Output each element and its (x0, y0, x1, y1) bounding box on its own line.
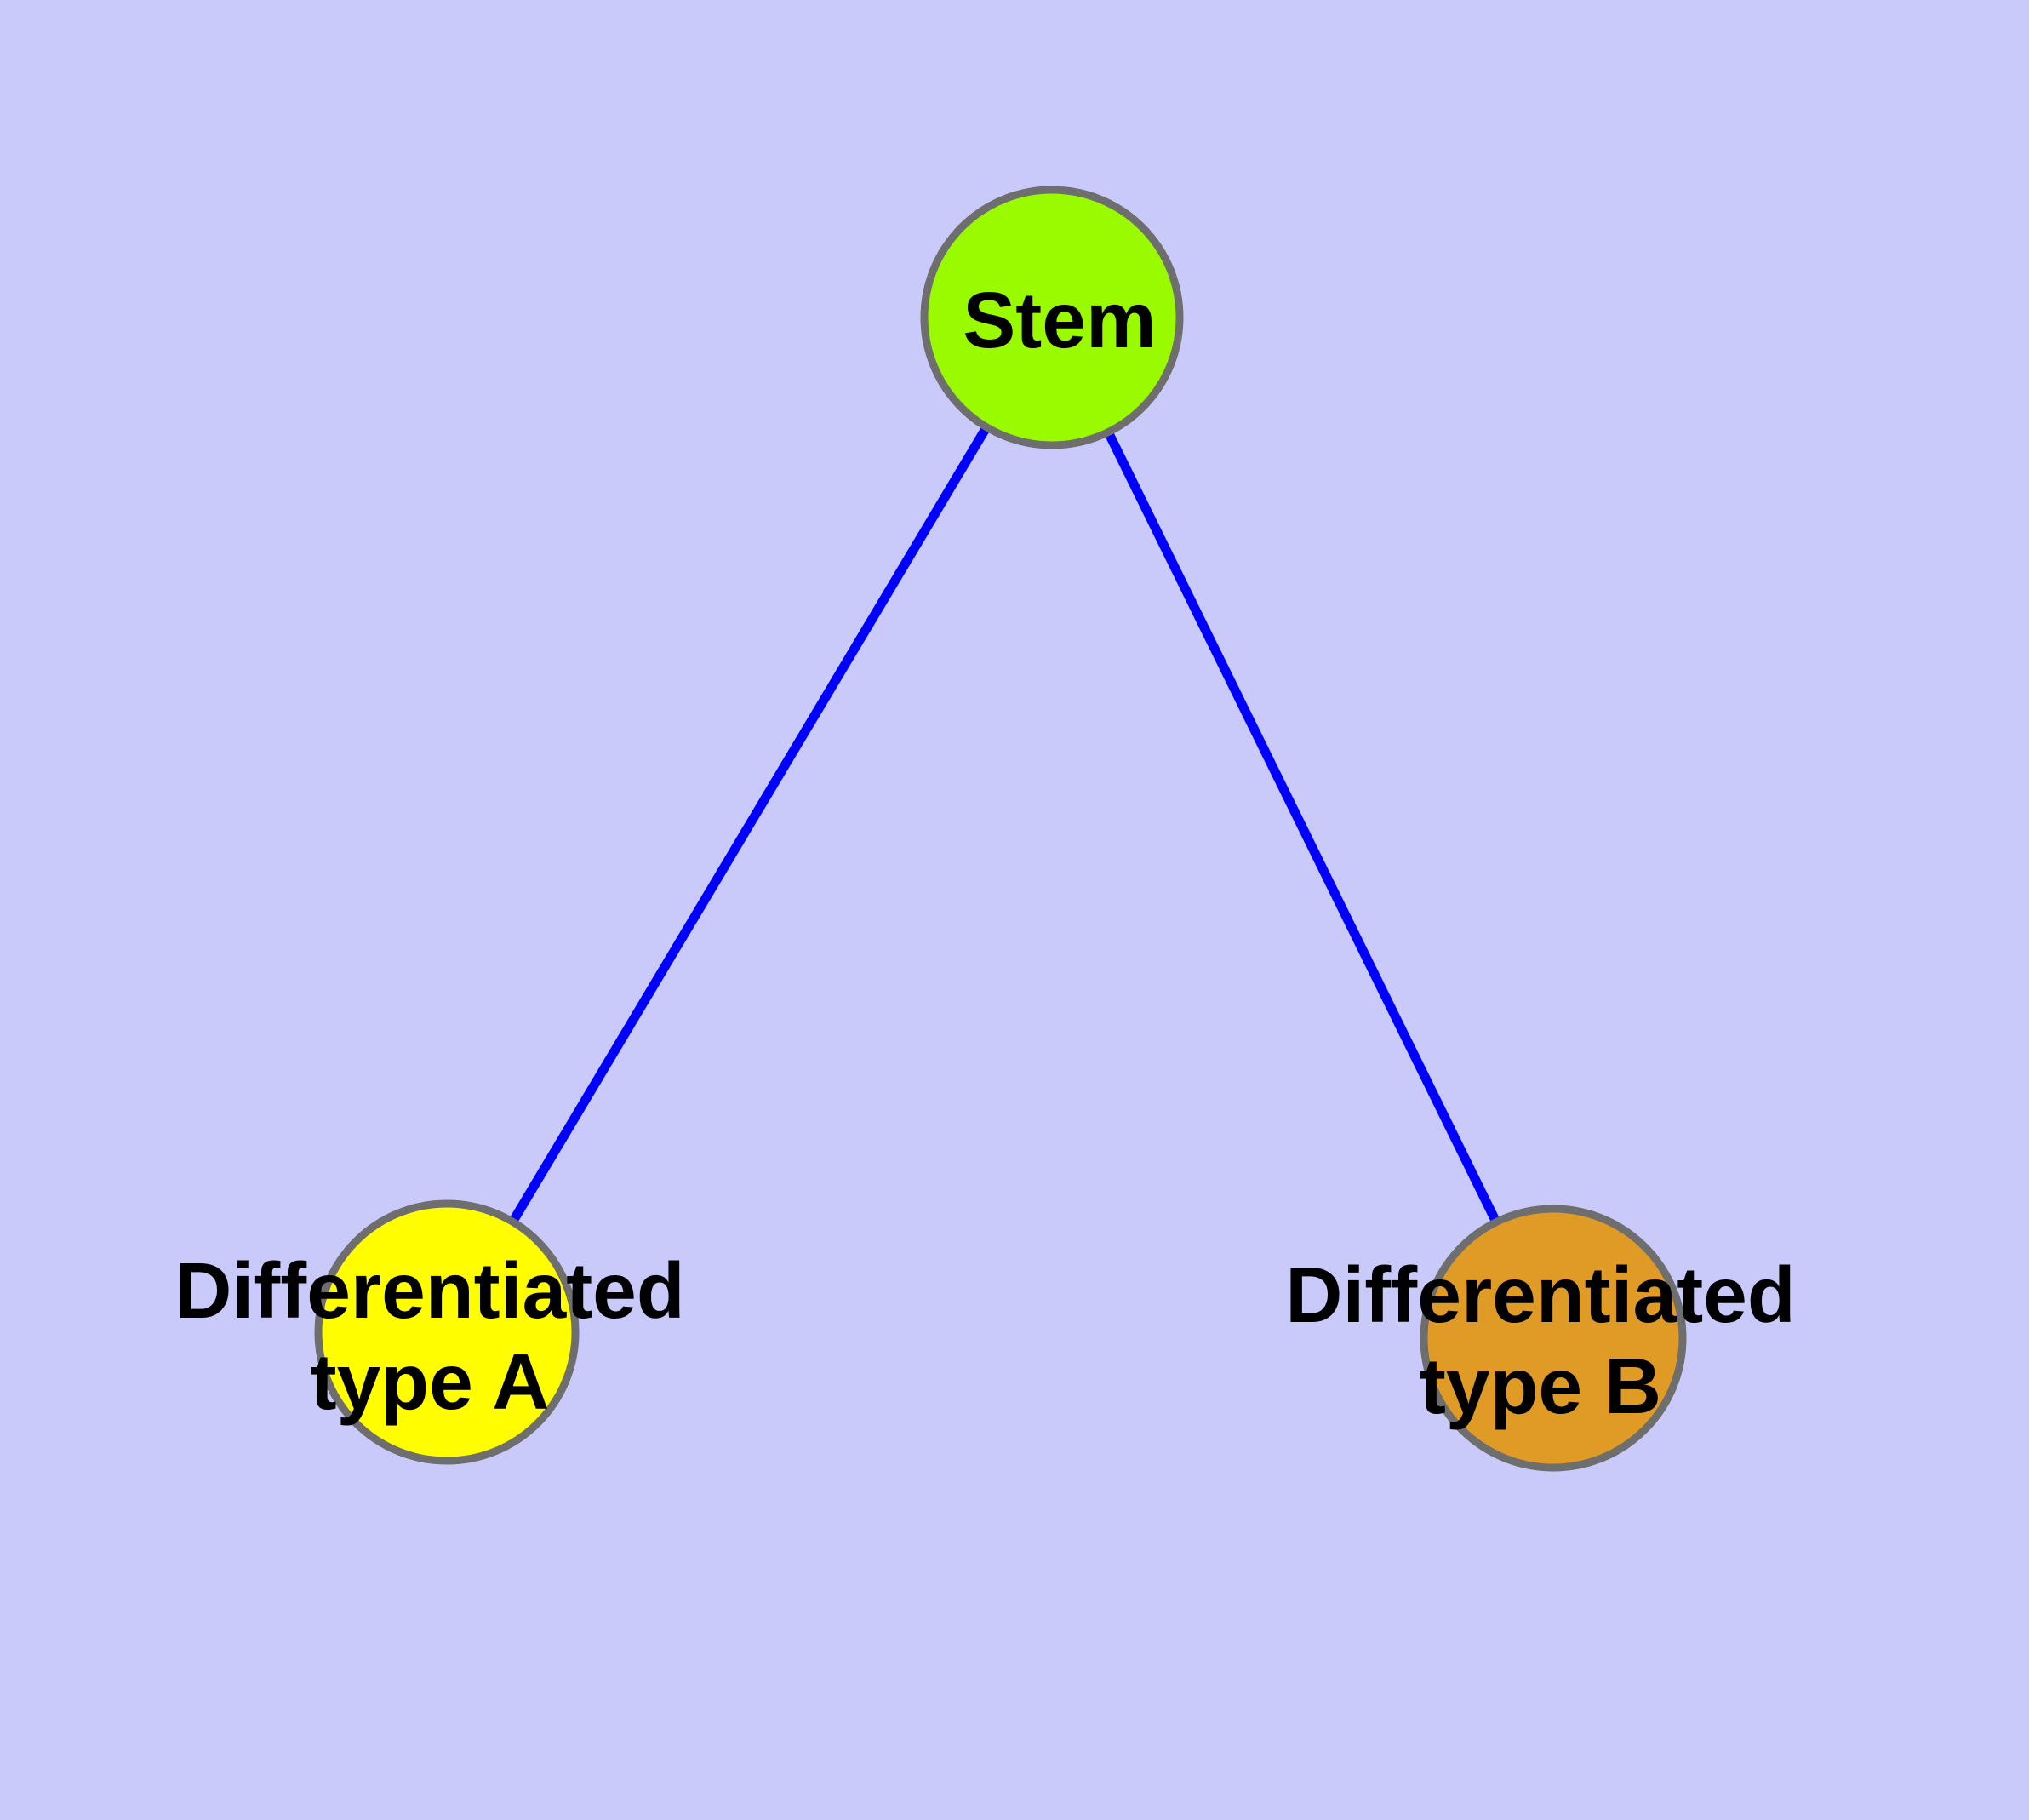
node-type-b-label-line1: Differentiated (1285, 1251, 1795, 1339)
node-type-a-label-line2: type A (311, 1337, 550, 1426)
edge-stem-to-type-b (1048, 315, 1557, 1341)
node-type-b-label-line2: type B (1420, 1342, 1661, 1430)
node-differentiated-type-a (314, 1199, 580, 1465)
edge-stem-to-type-a (443, 315, 1056, 1335)
node-differentiated-type-b (1420, 1205, 1687, 1472)
node-type-a-label-line1: Differentiated (174, 1246, 684, 1335)
node-stem (920, 186, 1184, 449)
node-stem-label: Stem (963, 276, 1156, 364)
